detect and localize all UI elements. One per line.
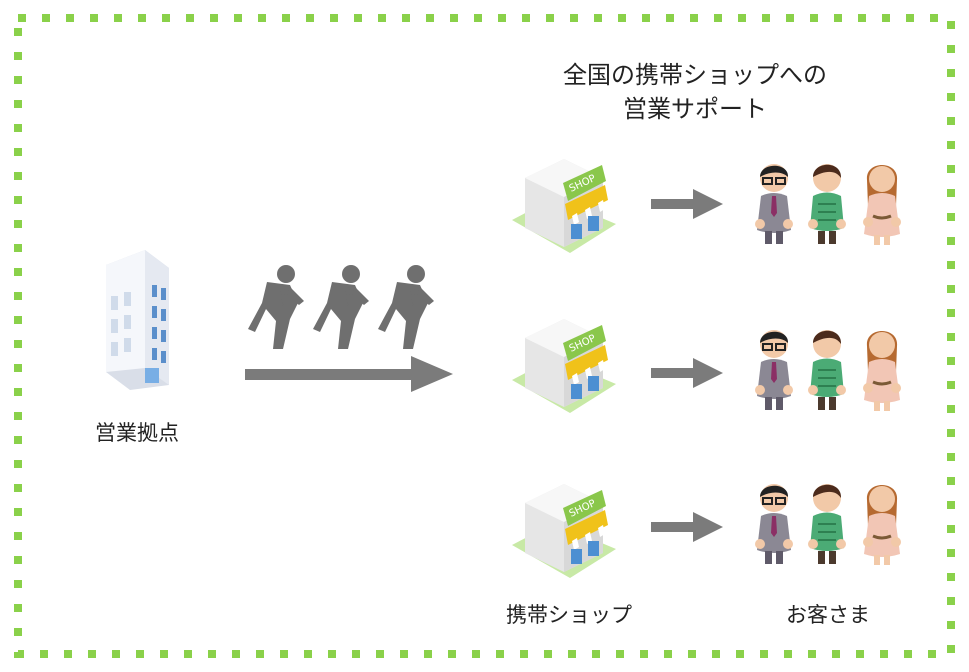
customer-woman-icon (863, 331, 901, 411)
right-arrow-icon (651, 189, 723, 219)
customer-man-glasses-icon (755, 484, 793, 564)
salesperson-runner-icon (378, 265, 434, 349)
support-title-line-2: 営業サポート (623, 95, 767, 123)
salesperson-runner-icon (248, 265, 304, 349)
customer-label: お客さま (786, 603, 870, 627)
customer-man-green-icon (808, 164, 846, 244)
customer-man-green-icon (808, 330, 846, 410)
right-arrow-icon (245, 356, 453, 392)
customer-man-green-icon (808, 484, 846, 564)
support-title: 全国の携帯ショップへの 営業サポート (500, 58, 890, 126)
customer-woman-icon (863, 165, 901, 245)
sales-office-building-icon (106, 250, 169, 390)
shop-label: 携帯ショップ (506, 603, 632, 627)
support-title-line-1: 全国の携帯ショップへの (563, 61, 827, 89)
customer-man-glasses-icon (755, 164, 793, 244)
salesperson-runners (248, 265, 434, 349)
sales-base-label: 営業拠点 (95, 421, 179, 445)
right-arrow-icon (651, 512, 723, 542)
customer-man-glasses-icon (755, 330, 793, 410)
mobile-shop-icon: SHOP (512, 484, 616, 578)
mobile-shop-icon: SHOP (512, 319, 616, 413)
mobile-shop-icon: SHOP (512, 159, 616, 253)
right-arrow-icon (651, 358, 723, 388)
customer-woman-icon (863, 485, 901, 565)
salesperson-runner-icon (313, 265, 369, 349)
